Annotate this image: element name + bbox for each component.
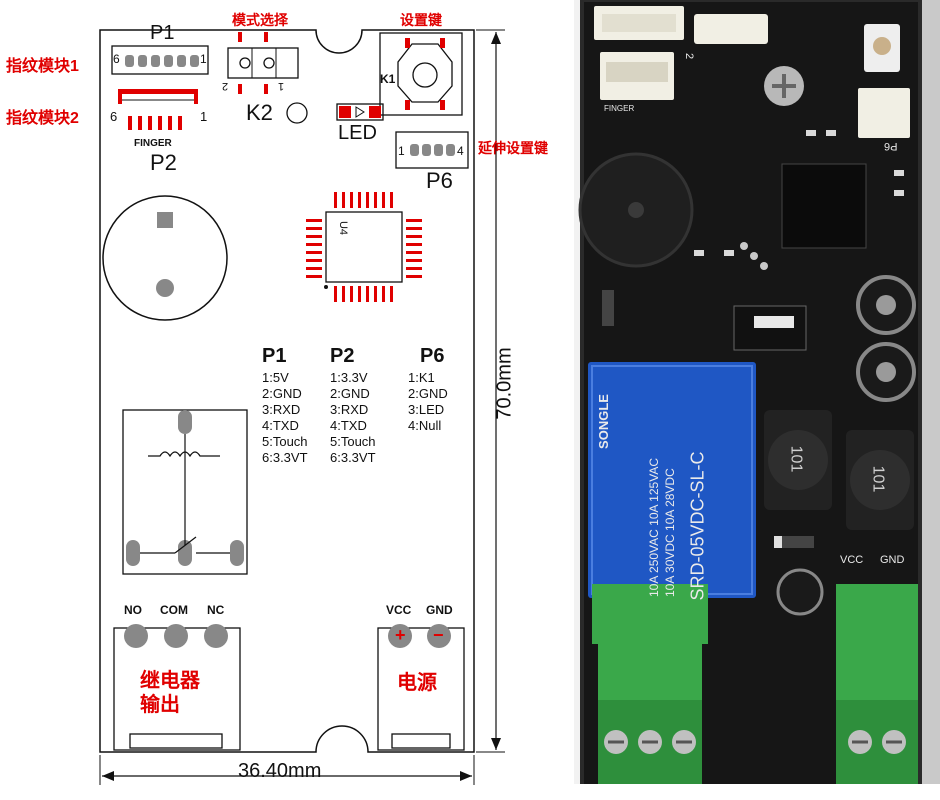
k2-switch	[227, 47, 299, 79]
photo-relay-brand: SONGLE	[595, 394, 611, 449]
k2-pin1-label: 1	[278, 80, 285, 92]
pin-table-row: 4:Null	[408, 418, 442, 433]
k1-label: K1	[380, 72, 396, 86]
relay-output-label-line1: 继电器	[140, 670, 200, 692]
terminal-gnd-pad	[427, 624, 451, 648]
photo-relay-model: SRD-05VDC-SL-C	[687, 451, 708, 601]
photo-relay-rating-1: 10A 250VAC 10A 125VAC	[647, 458, 661, 597]
pin-table-p6-header: P6	[420, 345, 445, 367]
p2-pin1-label: 1	[200, 109, 208, 124]
pin-table-p2: P2 1:3.3V 2:GND 3:RXD 4:TXD 5:Touch 6:3.…	[330, 344, 376, 466]
p6-pin1-label: 1	[398, 144, 405, 158]
power-terminal-outline	[377, 627, 465, 751]
terminal-nc-label: NC	[207, 603, 225, 617]
pin-table-row: 4:TXD	[262, 418, 299, 433]
led-outline	[336, 103, 384, 121]
board-outline	[99, 29, 475, 753]
height-dimension-label: 70.0mm	[493, 347, 516, 420]
k1-button-outline	[379, 32, 463, 116]
pin-table-row: 5:Touch	[330, 434, 376, 449]
photo-p6-connector	[858, 88, 910, 138]
terminal-no-pad	[124, 624, 148, 648]
power-label: 电源	[397, 672, 437, 694]
width-dimension-label: 36.40mm	[238, 760, 322, 782]
minus-symbol: −	[433, 625, 444, 645]
pin-table-p1: P1 1:5V 2:GND 3:RXD 4:TXD 5:Touch 6:3.3V…	[262, 344, 308, 466]
pin-table-p1-header: P1	[262, 345, 287, 367]
buzzer-outline	[102, 195, 228, 321]
plus-symbol: +	[395, 625, 406, 645]
terminal-vcc-label: VCC	[386, 603, 412, 617]
pin-table-row: 1:3.3V	[330, 370, 368, 385]
p1-pin1-label: 1	[200, 52, 207, 66]
p1-connector	[111, 45, 209, 75]
p6-label: P6	[426, 168, 453, 193]
label-setting-key: 设置键	[400, 12, 442, 28]
led-label: LED	[338, 122, 377, 144]
k2-label: K2	[246, 100, 273, 125]
photo-gnd-silk: GND	[880, 554, 905, 566]
p1-pins	[125, 55, 199, 67]
label-mode-select: 模式选择	[232, 12, 288, 28]
pin-table-row: 1:5V	[262, 370, 289, 385]
photo-relay	[588, 362, 756, 598]
pin-table-row: 2:GND	[262, 386, 302, 401]
pin-table-row: 2:GND	[408, 386, 448, 401]
terminal-com-pad	[164, 624, 188, 648]
pin-table-row: 6:3.3VT	[330, 450, 376, 465]
photo-finger-silk: FINGER	[604, 104, 635, 113]
terminal-nc-pad	[204, 624, 228, 648]
label-extension-setting-key: 延伸设置键	[478, 140, 548, 156]
pin-table-row: 2:GND	[330, 386, 370, 401]
photo-inductor-code: 101	[869, 465, 887, 493]
pin-table-p6: P6 1:K1 2:GND 3:LED 4:Null	[408, 344, 448, 434]
u4-chip	[325, 211, 403, 283]
pin-table-row: 6:3.3VT	[262, 450, 308, 465]
photo-inductor-code: 101	[787, 445, 805, 473]
terminal-gnd-label: GND	[426, 603, 453, 617]
pin-table-p2-header: P2	[330, 345, 355, 367]
pin-table-row: 3:RXD	[262, 402, 301, 417]
p6-pin4-label: 4	[457, 144, 464, 158]
pin-table-row: 3:RXD	[330, 402, 369, 417]
p2-label: P2	[150, 150, 177, 175]
photo-power-terminal	[836, 584, 918, 784]
terminal-no-label: NO	[124, 603, 142, 617]
pin-table-row: 1:K1	[408, 370, 435, 385]
board-diagram	[99, 29, 505, 785]
photo-vcc-silk: VCC	[840, 554, 864, 566]
label-fingerprint-module-2: 指纹模块2	[6, 110, 79, 127]
u4-label: U4	[337, 220, 350, 236]
board-photo-drawing	[574, 0, 940, 800]
p1-label: P1	[150, 22, 175, 44]
terminal-vcc-pad	[388, 624, 412, 648]
photo-pin2-silk: 2	[683, 52, 696, 60]
label-fingerprint-module-1: 指纹模块1	[6, 58, 79, 75]
p6-connector	[395, 131, 469, 169]
pin-table-row: 4:TXD	[330, 418, 367, 433]
p1-pin6-label: 6	[113, 52, 120, 66]
pin-table-row: 3:LED	[408, 402, 445, 417]
photo-capacitor	[776, 568, 824, 616]
k2-pin2-label: 2	[222, 80, 229, 92]
photo-p6-silk: P6	[884, 140, 898, 152]
board-photo: FINGER P6 2 VCC GND SONGLE 10A 250VAC 10…	[574, 0, 940, 800]
p2-finger-silk: FINGER	[134, 138, 172, 149]
photo-relay-rating-2: 10A 30VDC 10A 28VDC	[663, 468, 677, 597]
photo-mcu	[781, 163, 867, 249]
relay-output-label-line2: 输出	[140, 694, 180, 716]
terminal-com-label: COM	[160, 603, 188, 617]
p2-connector-pads	[118, 89, 198, 130]
photo-relay-terminal	[592, 584, 708, 784]
pin-table-row: 5:Touch	[262, 434, 308, 449]
p2-pin6-label: 6	[110, 109, 118, 124]
